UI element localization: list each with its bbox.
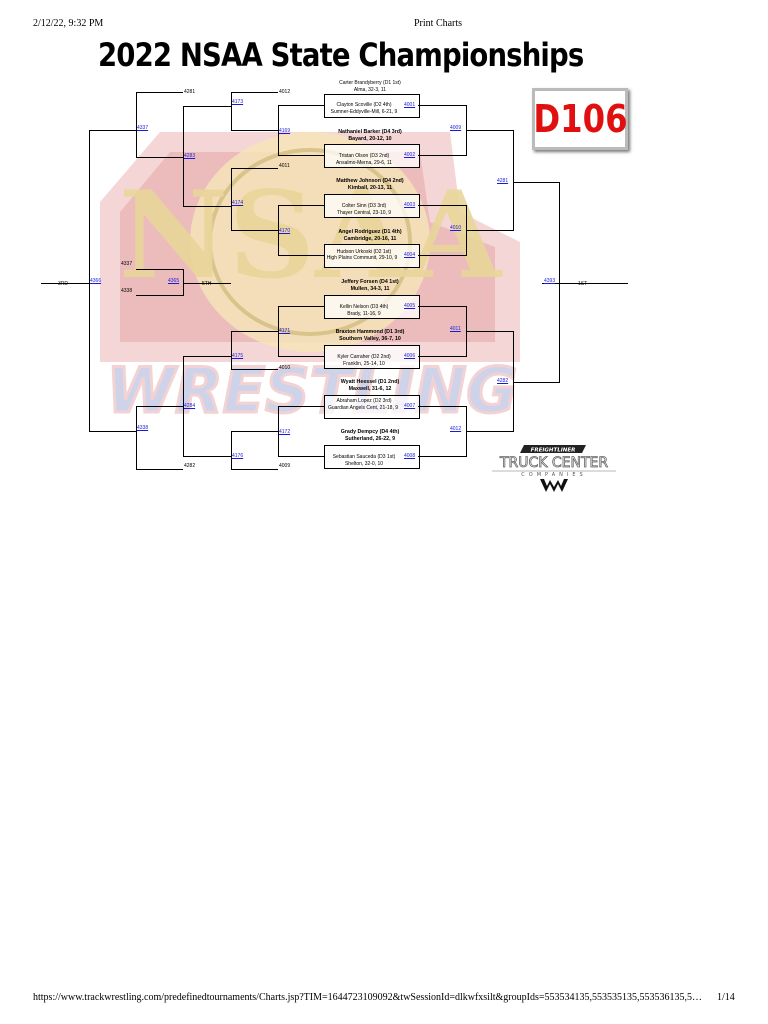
wrestler-team: Shelton, 32-0, 10 <box>344 461 384 467</box>
bout-ref: 4009 <box>279 463 291 469</box>
bout-link[interactable]: 4009 <box>450 125 462 131</box>
match-box-3 <box>324 194 420 218</box>
bout-link[interactable]: 4281 <box>497 178 509 184</box>
bout-ref: 4010 <box>279 365 291 371</box>
bout-link[interactable]: 4001 <box>404 102 416 108</box>
bout-link[interactable]: 4012 <box>450 426 462 432</box>
svg-text:FREIGHTLINER: FREIGHTLINER <box>531 448 576 454</box>
nsaa-wrestling-watermark: NSAA WRESTLING <box>100 132 520 429</box>
weight-class-badge: D106 <box>532 88 628 150</box>
wrestler-name: Kellin Nelson (D3 4th) <box>339 304 389 310</box>
bout-link[interactable]: 4007 <box>404 403 416 409</box>
match-box-7 <box>324 395 420 419</box>
match-box-5 <box>324 295 420 319</box>
bout-link[interactable]: 4393 <box>544 278 556 284</box>
bout-link[interactable]: 4282 <box>497 378 509 384</box>
bout-link[interactable]: 4173 <box>232 99 244 105</box>
wrestler-name: Clayton Scoville (D2 4th) <box>336 102 392 108</box>
wrestler-team: Bayard, 20-12, 10 <box>348 136 392 142</box>
bout-ref: 4338 <box>121 288 133 294</box>
wrestler-team: Kimball, 20-13, 11 <box>347 185 393 191</box>
third-place-label: 3RD <box>58 281 69 287</box>
wrestler-name: Abraham Lopez (D2 3rd) <box>336 398 392 404</box>
wrestler-name: Tristan Olson (D3 2nd) <box>338 153 390 159</box>
wrestler-team: Southern Valley, 36-7, 10 <box>339 336 401 342</box>
bout-link[interactable]: 4171 <box>279 328 291 334</box>
match-box-4 <box>324 244 420 268</box>
bout-link[interactable]: 4284 <box>184 403 196 409</box>
wrestler-name: Colter Sinn (D3 3rd) <box>341 203 387 209</box>
bout-ref: 4337 <box>121 261 133 267</box>
wrestler-team: Guardian Angels Cent, 21-18, 9 <box>327 405 399 411</box>
bout-link[interactable]: 4010 <box>450 225 462 231</box>
bout-link[interactable]: 4174 <box>232 200 244 206</box>
first-place-label: 1ST <box>578 281 588 287</box>
bout-ref: 4281 <box>184 89 196 95</box>
wrestler-team: Franklin, 25-14, 10 <box>343 361 385 367</box>
wrestler-name: Angel Rodriguez (D1 4th) <box>338 229 402 235</box>
wrestler-team: Cambridge, 20-16, 11 <box>343 236 397 242</box>
wrestler-name: Braxton Hammond (D1 3rd) <box>335 329 405 335</box>
wrestler-team: Alma, 32-3, 11 <box>353 87 387 93</box>
wrestler-name: Hudson Urkoski (D2 1st) <box>336 249 392 255</box>
wrestler-name: Wyatt Heessel (D1 2nd) <box>340 379 400 385</box>
wrestler-team: Ansalmo-Merna, 29-6, 11 <box>335 160 393 166</box>
wrestler-name: Jeffery Forsen (D4 1st) <box>341 279 399 285</box>
wrestler-name: Sebastian Sauceda (D3 1st) <box>332 454 396 460</box>
bout-link[interactable]: 4170 <box>279 228 291 234</box>
bout-link[interactable]: 4338 <box>137 425 149 431</box>
print-page-title: Print Charts <box>414 18 463 29</box>
bout-link[interactable]: 4002 <box>404 152 416 158</box>
match-box-8 <box>324 445 420 469</box>
bout-link[interactable]: 4176 <box>232 453 244 459</box>
bout-link[interactable]: 4175 <box>232 353 244 359</box>
wrestler-team: Maxwell, 31-6, 12 <box>348 386 392 392</box>
bout-ref: 4011 <box>279 163 290 169</box>
print-page-number: 1/14 <box>717 992 735 1003</box>
fifth-place-label: 5TH <box>202 281 212 287</box>
print-datetime: 2/12/22, 9:32 PM <box>33 18 104 29</box>
match-box-2 <box>324 144 420 168</box>
bout-link[interactable]: 4004 <box>404 252 416 258</box>
bout-link[interactable]: 4366 <box>90 278 102 284</box>
bout-link[interactable]: 4337 <box>137 125 149 131</box>
svg-text:WRESTLING: WRESTLING <box>107 354 518 427</box>
bout-link[interactable]: 4011 <box>450 326 461 332</box>
wrestler-team: Thayer Central, 23-10, 9 <box>336 210 392 216</box>
match-box-1 <box>324 94 420 118</box>
wrestler-name: Kyler Carraher (D2 2nd) <box>337 354 391 360</box>
bout-link[interactable]: 4365 <box>168 278 180 284</box>
match-box-6 <box>324 345 420 369</box>
wrestler-team: Sumner-Eddyville-Mill, 6-21, 9 <box>330 109 398 115</box>
page-title: 2022 NSAA State Championships <box>98 36 584 74</box>
svg-text:TRUCK CENTER: TRUCK CENTER <box>499 455 608 471</box>
bout-link[interactable]: 4005 <box>404 303 416 309</box>
wrestler-team: High Plains Communit, 29-10, 9 <box>326 255 398 261</box>
bout-link[interactable]: 4169 <box>279 128 291 134</box>
bout-link[interactable]: 4172 <box>279 429 291 435</box>
bout-link[interactable]: 4003 <box>404 202 416 208</box>
bout-link[interactable]: 4006 <box>404 353 416 359</box>
print-url: https://www.trackwrestling.com/predefine… <box>33 992 702 1003</box>
bout-link[interactable]: 4283 <box>184 153 196 159</box>
wrestler-name: Grady Dempcy (D4 4th) <box>340 429 400 435</box>
bout-ref: 4012 <box>279 89 291 95</box>
bout-link[interactable]: 4008 <box>404 453 416 459</box>
svg-text:COMPANIES: COMPANIES <box>521 472 586 478</box>
bout-ref: 4282 <box>184 463 196 469</box>
wrestler-team: Brady, 11-16, 9 <box>347 311 381 317</box>
svg-text:NSAA: NSAA <box>119 165 503 306</box>
wrestler-team: Sutherland, 26-22, 9 <box>344 436 396 442</box>
wrestler-name: Nathaniel Barker (D4 3rd) <box>338 129 402 135</box>
truck-center-sponsor-logo: FREIGHTLINER TRUCK CENTER COMPANIES <box>492 445 616 492</box>
wrestler-team: Mullen, 34-3, 11 <box>350 286 390 292</box>
wrestler-name: Carter Brandyberry (D1 1st) <box>339 80 401 86</box>
wrestler-name: Matthew Johnson (D4 2nd) <box>336 178 404 184</box>
